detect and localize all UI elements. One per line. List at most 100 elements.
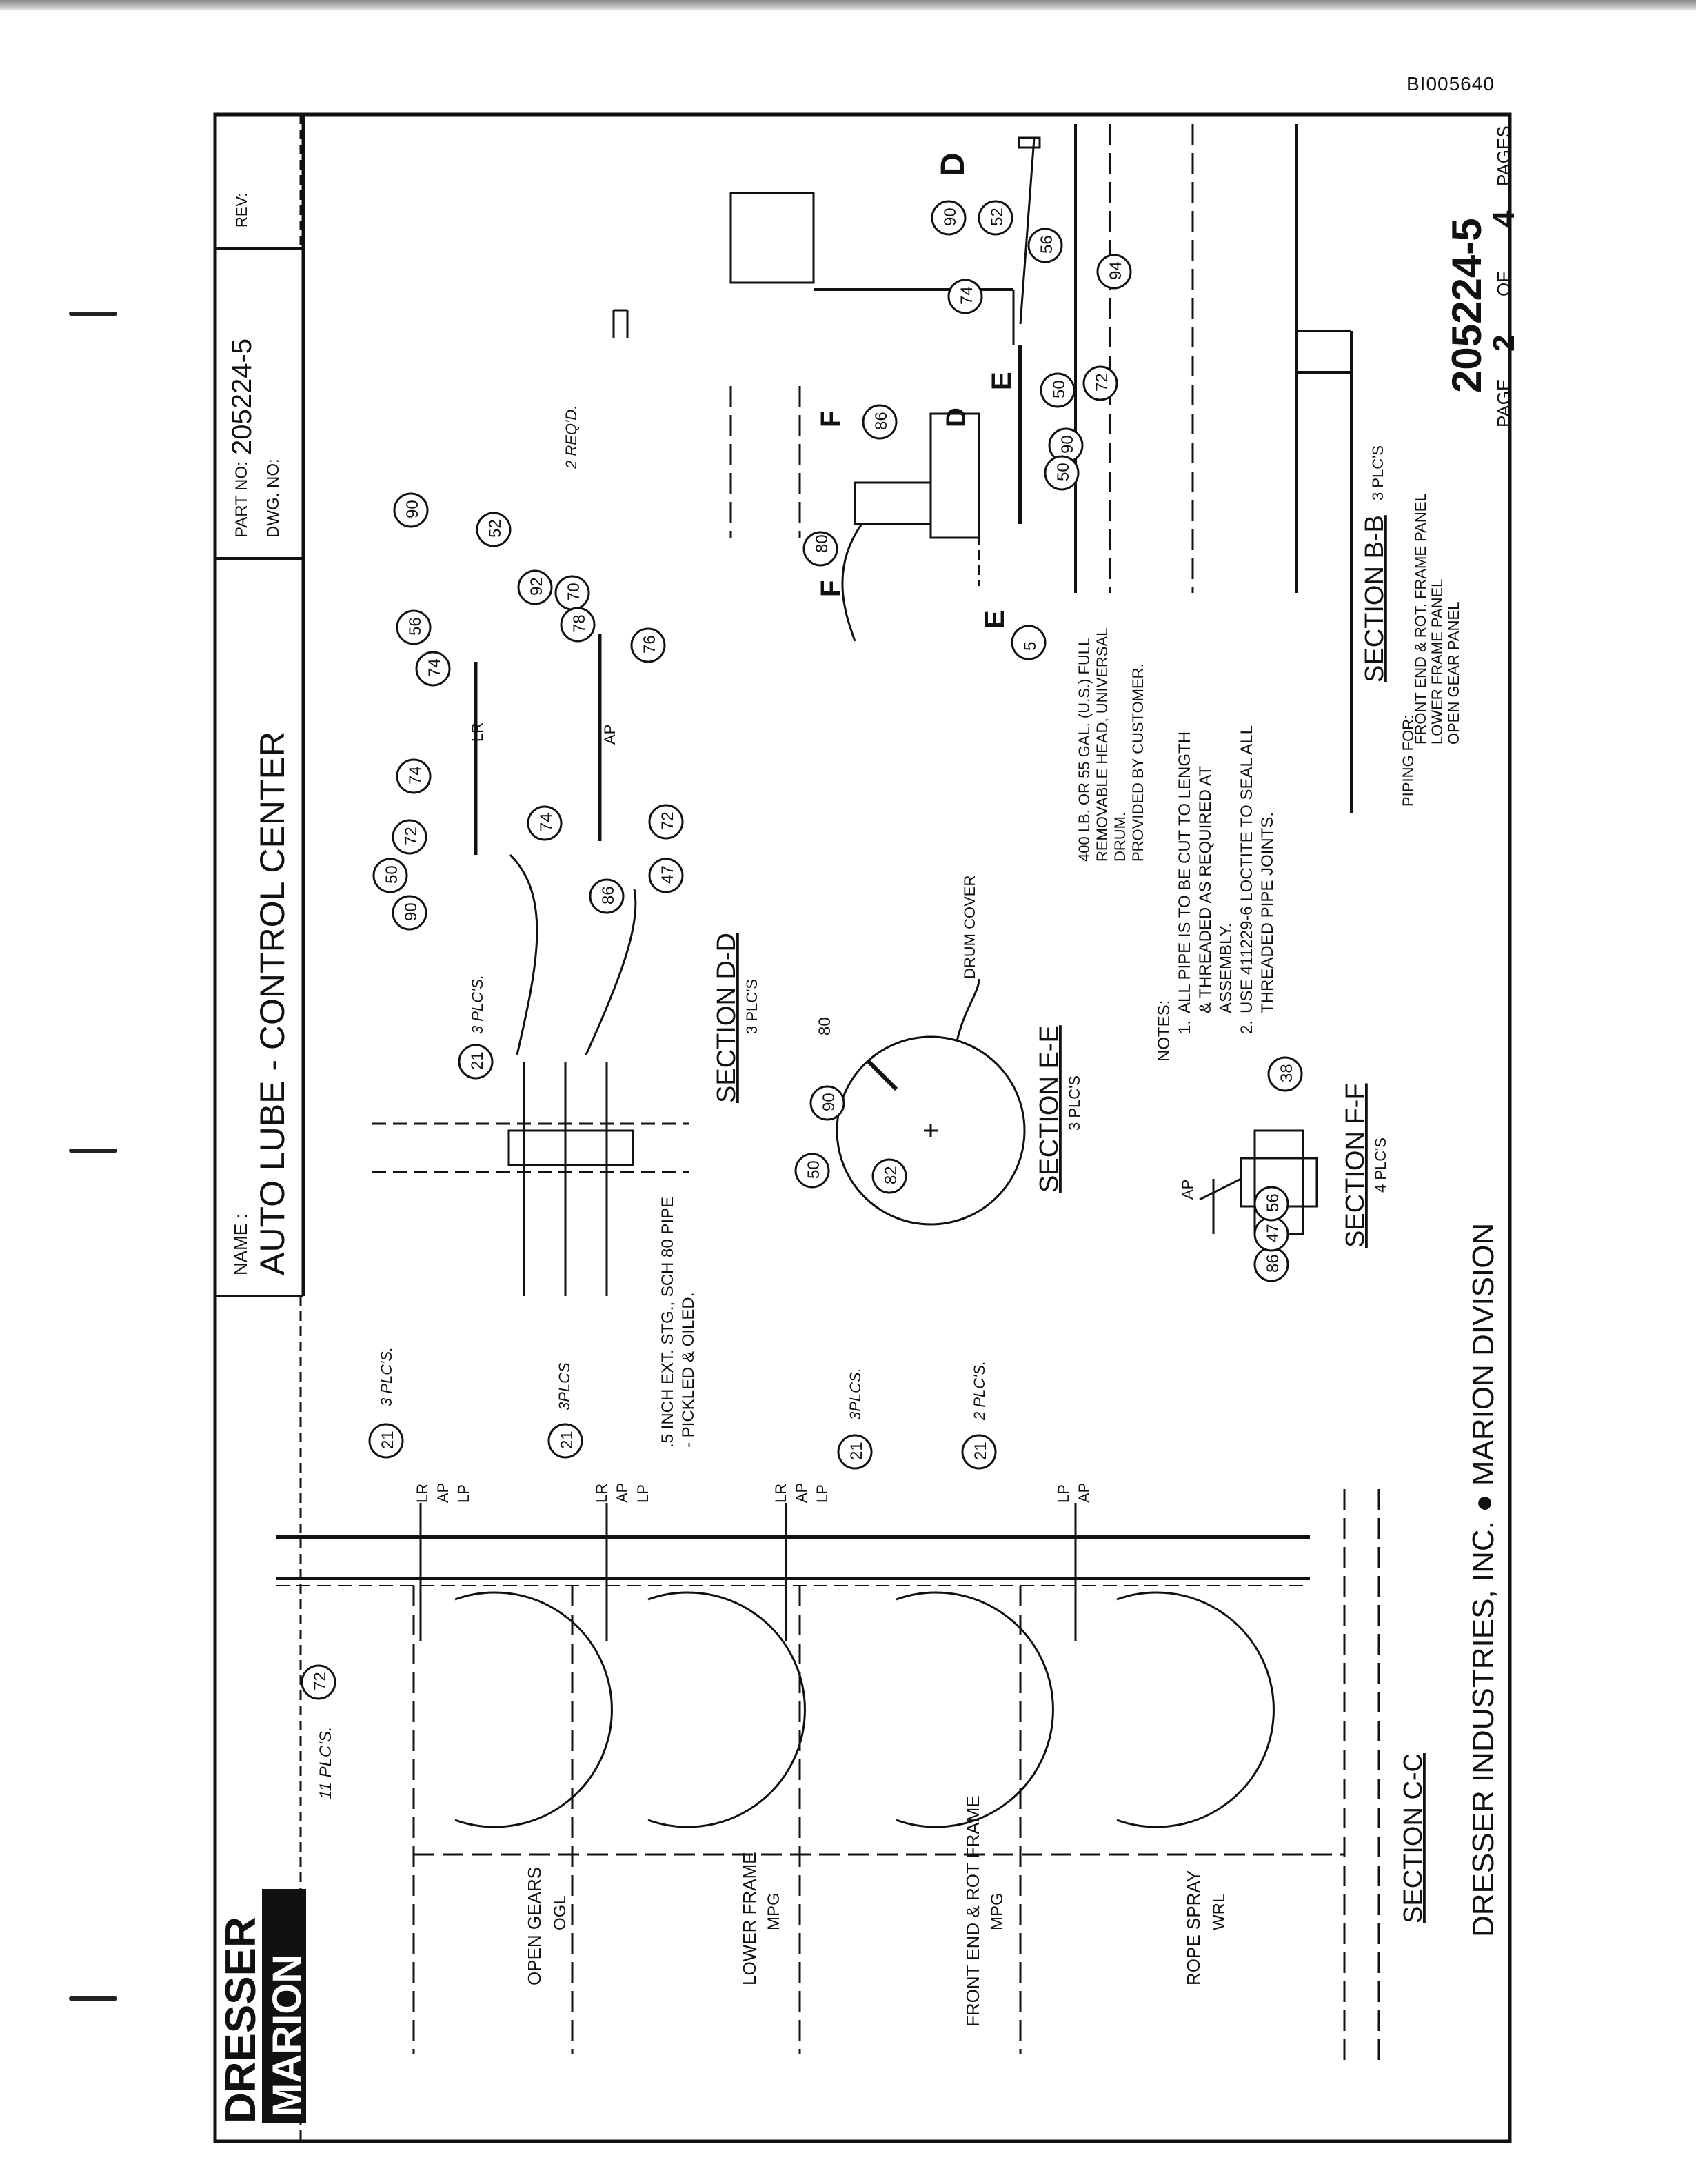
page-label: PAGE <box>1493 379 1514 427</box>
binder-mark <box>69 1149 117 1153</box>
section-bb-sub: 3 PLC'S <box>1369 445 1386 501</box>
row-rope-spray-label: ROPE SPRAY <box>1183 1870 1204 1985</box>
row-lower-frame-sub: MPG <box>765 1892 783 1930</box>
balloon-50-label: 50 <box>383 865 401 884</box>
balloon-90 <box>931 200 967 236</box>
balloon-78-label: 78 <box>570 614 589 633</box>
row-front-end-line-ap: AP <box>793 1483 810 1503</box>
balloon-90-label: 90 <box>403 500 422 518</box>
balloon-56-label: 56 <box>1038 235 1056 254</box>
row-open-gears-line-ap: AP <box>434 1483 452 1503</box>
balloon-74 <box>415 651 451 687</box>
balloon-72-label: 72 <box>1093 373 1111 392</box>
balloon-82-label: 82 <box>882 1166 900 1184</box>
balloon-50 <box>372 858 408 893</box>
balloon-74 <box>947 279 983 314</box>
balloon-5 <box>802 531 838 567</box>
scan-top-edge <box>0 0 1696 10</box>
section-ff-labels: SECTION F-F 4 PLC'S 38 AP 86 47 56 <box>1179 1056 1389 1282</box>
balloon-86 <box>589 878 625 914</box>
balloon-21-label: 21 <box>847 1442 866 1460</box>
note-1-number: 1. <box>1175 1020 1194 1034</box>
drum-note-line-4: PROVIDED BY CUSTOMER. <box>1129 663 1147 862</box>
balloon-50 <box>1044 455 1080 491</box>
row-front-end-qty: 3PLCS. <box>847 1368 864 1420</box>
balloon-94-label: 94 <box>1107 261 1125 280</box>
section-ee-view <box>836 978 1026 1226</box>
section-dd-sub: 3 PLC'S <box>743 979 760 1034</box>
row-lower-frame-line-lr: LR <box>593 1484 610 1503</box>
note-2-number: 2. <box>1238 1020 1256 1034</box>
sheet-border <box>213 112 1512 2143</box>
pages-label: PAGES <box>1493 125 1514 186</box>
pipe-spec-line-2: - PICKLED & OILED. <box>679 1293 698 1448</box>
row-front-end-line-lp: LP <box>814 1484 831 1503</box>
company-logo: DRESSER MARION <box>217 1889 310 2123</box>
balloon-70-label: 70 <box>565 583 583 601</box>
row-rope-spray-sub: WRL <box>1210 1894 1229 1930</box>
note-1-line-3: ASSEMBLY. <box>1217 923 1235 1013</box>
balloon-21 <box>547 1423 583 1459</box>
cut-e-marker: E <box>980 610 1010 629</box>
piping-item-front-end: FRONT END & ROT. FRAME PANEL <box>1412 493 1429 745</box>
title-block: NAME : AUTO LUBE - CONTROL CENTER PART N… <box>215 114 305 2141</box>
row-lower-frame-label: LOWER FRAME <box>739 1852 760 1985</box>
note-2-line-2: THREADED PIPE JOINTS. <box>1258 812 1277 1013</box>
section-dd-view <box>372 634 689 1296</box>
page-number: 2 <box>1487 335 1521 352</box>
balloon-86-label: 86 <box>872 412 891 430</box>
balloon-90 <box>392 895 427 931</box>
cut-e-marker: E <box>987 372 1017 390</box>
row-open-gears-qty: 3 PLC'S. <box>378 1347 395 1406</box>
balloon-90-label: 90 <box>402 902 421 921</box>
balloon-80-label: 5 <box>1021 642 1040 651</box>
balloon-94 <box>1096 254 1132 290</box>
section-dd-req: 2 REQ'D. <box>563 405 580 469</box>
balloon-38 <box>1267 1056 1303 1092</box>
row-front-end-sub: MPG <box>988 1892 1007 1930</box>
note-1-line-1: ALL PIPE IS TO BE CUT TO LENGTH <box>1175 731 1194 1013</box>
balloon-92-label: 92 <box>527 577 546 596</box>
logo-dresser-text: DRESSER <box>217 1917 265 2123</box>
balloon-21-label: 21 <box>971 1442 990 1460</box>
balloon-86-label: 86 <box>1264 1254 1282 1273</box>
row-open-gears-line-lp: LP <box>455 1484 472 1503</box>
balloon-86 <box>862 404 898 440</box>
balloon-52 <box>978 200 1013 236</box>
balloon-74 <box>527 805 563 841</box>
balloon-74-label: 74 <box>425 658 444 677</box>
balloon-80 <box>1011 625 1047 660</box>
balloon-72 <box>392 819 427 855</box>
balloon-52-label: 52 <box>988 208 1007 226</box>
footer-block: DRESSER INDUSTRIES, INC. ● MARION DIVISI… <box>1444 125 1521 1937</box>
part-no-value: 205224-5 <box>227 338 257 455</box>
section-dd-labels: SECTION D-D 3 PLC'S 21 3 PLC'S. 2 REQ'D.… <box>372 405 760 1103</box>
section-ff-title: SECTION F-F <box>1341 1083 1370 1248</box>
piping-item-lower-frame: LOWER FRAME PANEL <box>1429 579 1446 745</box>
drum-note-line-2: REMOVABLE HEAD, UNIVERSAL <box>1093 628 1111 862</box>
cut-d-marker: D <box>935 152 971 176</box>
balloon-50-label: 50 <box>1054 463 1073 481</box>
drum-note-line-1: 400 LB. OR 55 GAL. (U.S.) FULL <box>1076 638 1093 862</box>
row-front-end-label: FRONT END & ROT FRAME <box>962 1795 983 2027</box>
notes-heading: NOTES: <box>1155 1000 1173 1062</box>
footer-drawing-number: 205224-5 <box>1444 218 1490 393</box>
section-cc-view <box>276 1489 1380 2061</box>
balloon-21 <box>837 1434 873 1470</box>
note-1-line-2: & THREADED AS REQUIRED AT <box>1196 765 1215 1013</box>
row-lower-frame-qty: 3PLCS <box>556 1362 573 1410</box>
cut-f-marker: F <box>816 580 846 597</box>
name-label: NAME : <box>230 1213 251 1275</box>
document-id: BI005640 <box>1406 73 1495 94</box>
balloon-90-label: 90 <box>820 1093 838 1111</box>
balloon-72 <box>1082 365 1118 401</box>
logo-marion-text: MARION <box>265 1954 310 2116</box>
section-cc-labels: SECTION C-C 11 PLC'S. 72 OPEN GEARS OGL … <box>301 1347 1428 2027</box>
drawing-title: AUTO LUBE - CONTROL CENTER <box>253 731 292 1275</box>
balloon-72-label: 72 <box>658 811 677 830</box>
section-cc-title: SECTION C-C <box>1399 1753 1428 1923</box>
balloon-21-label: 21 <box>558 1430 576 1449</box>
cut-f-marker: F <box>816 411 846 427</box>
balloon-72-label: 72 <box>311 1672 330 1690</box>
